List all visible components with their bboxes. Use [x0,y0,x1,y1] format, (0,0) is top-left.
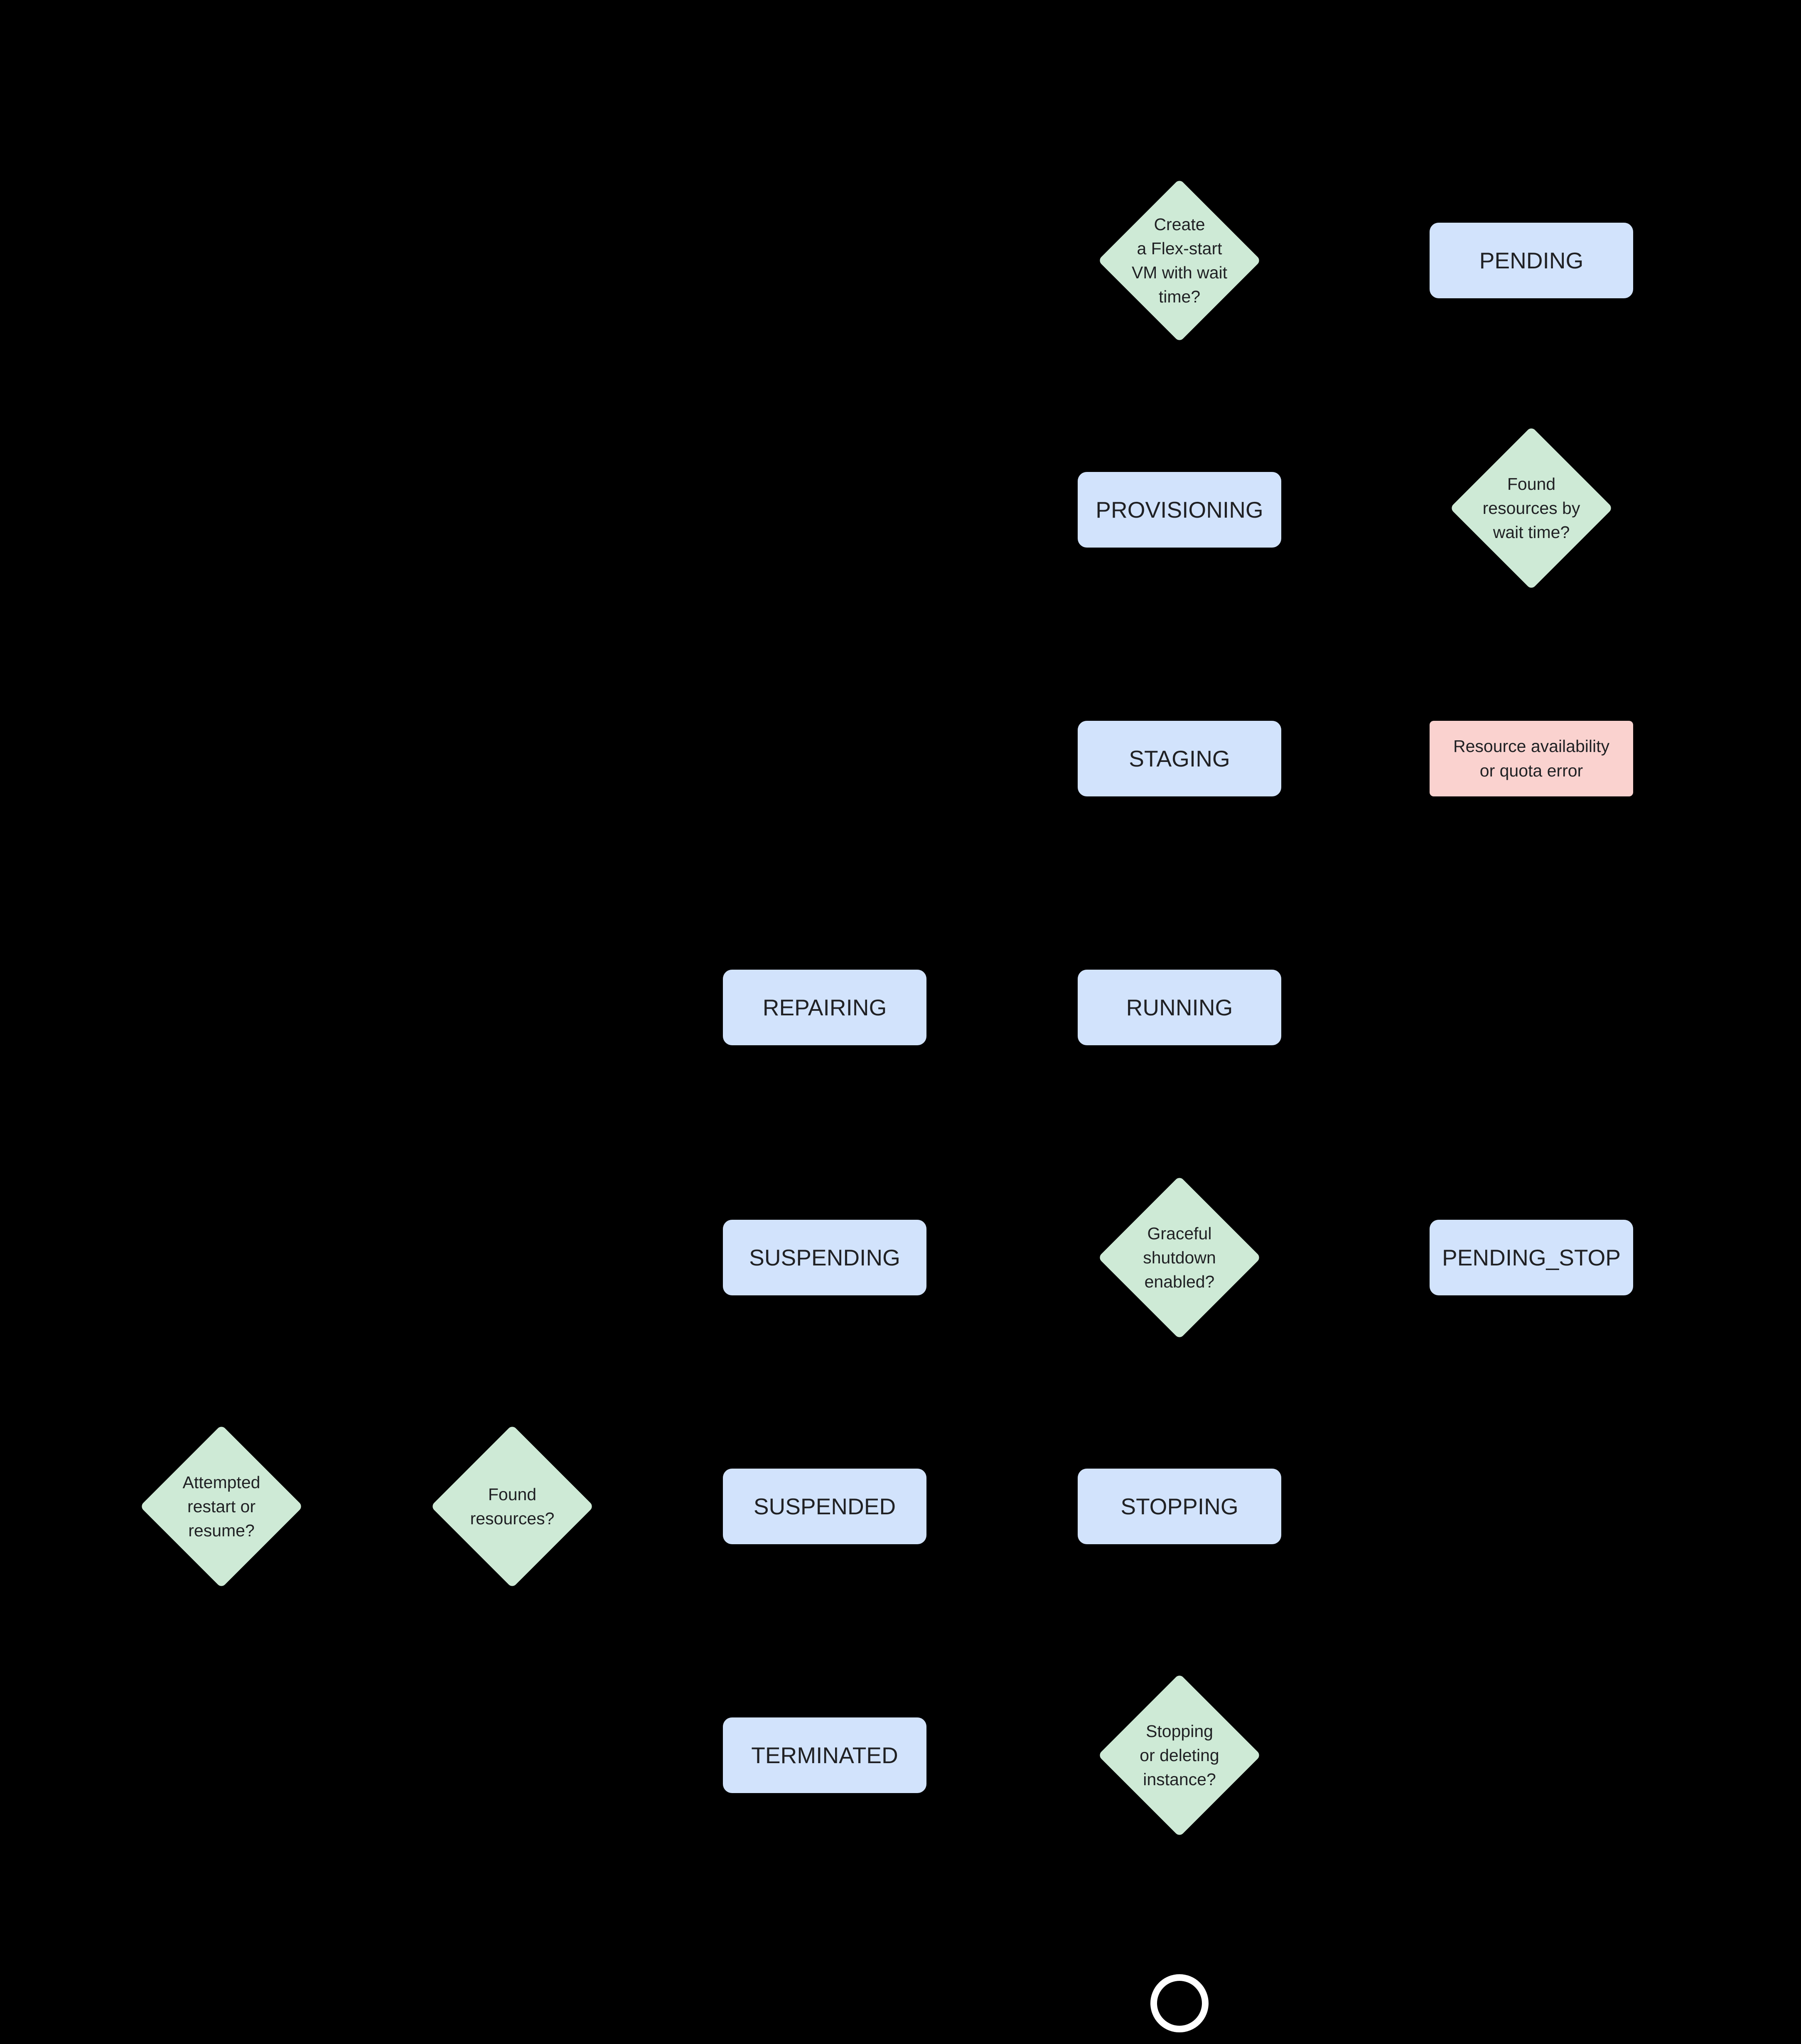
decision-label: Found resources? [470,1484,555,1528]
error-label: Resource availability or quota error [1453,736,1609,780]
state-pending: PENDING [1430,223,1633,298]
state-label: SUSPENDED [753,1494,896,1519]
decision-label: Found resources by wait time? [1482,474,1580,542]
state-label: SUSPENDING [749,1245,900,1270]
state-suspending: SUSPENDING [723,1220,926,1295]
decision-label: Graceful shutdown enabled? [1143,1223,1216,1292]
state-terminated: TERMINATED [723,1717,926,1793]
decision-label: Create a Flex-start VM with wait time? [1131,214,1228,307]
state-label: PROVISIONING [1096,497,1263,523]
decision-label: Attempted restart or resume? [182,1472,260,1540]
state-provisioning: PROVISIONING [1078,472,1281,548]
state-label: STAGING [1129,746,1230,771]
state-label: STOPPING [1120,1494,1238,1519]
decision-found-resources-by-wait-time: Found resources by wait time? [1450,426,1613,590]
end-state-marker [1150,1974,1209,2032]
state-label: RUNNING [1126,995,1233,1020]
state-staging: STAGING [1078,721,1281,796]
state-label: PENDING_STOP [1442,1245,1621,1270]
state-repairing: REPAIRING [723,970,926,1045]
decision-create-flex-start-vm: Create a Flex-start VM with wait time? [1098,179,1261,342]
state-stopping: STOPPING [1078,1469,1281,1544]
state-label: PENDING [1479,248,1584,273]
state-running: RUNNING [1078,970,1281,1045]
decision-stopping-or-deleting-instance: Stopping or deleting instance? [1098,1673,1261,1837]
state-label: TERMINATED [751,1742,898,1768]
state-suspended: SUSPENDED [723,1469,926,1544]
state-label: REPAIRING [762,995,887,1020]
decision-attempted-restart-or-resume: Attempted restart or resume? [140,1425,303,1588]
decision-graceful-shutdown-enabled: Graceful shutdown enabled? [1098,1176,1261,1339]
decision-found-resources: Found resources? [430,1425,594,1588]
error-resource-availability-or-quota: Resource availability or quota error [1430,721,1633,796]
decision-label: Stopping or deleting instance? [1140,1721,1219,1789]
state-pending-stop: PENDING_STOP [1430,1220,1633,1295]
